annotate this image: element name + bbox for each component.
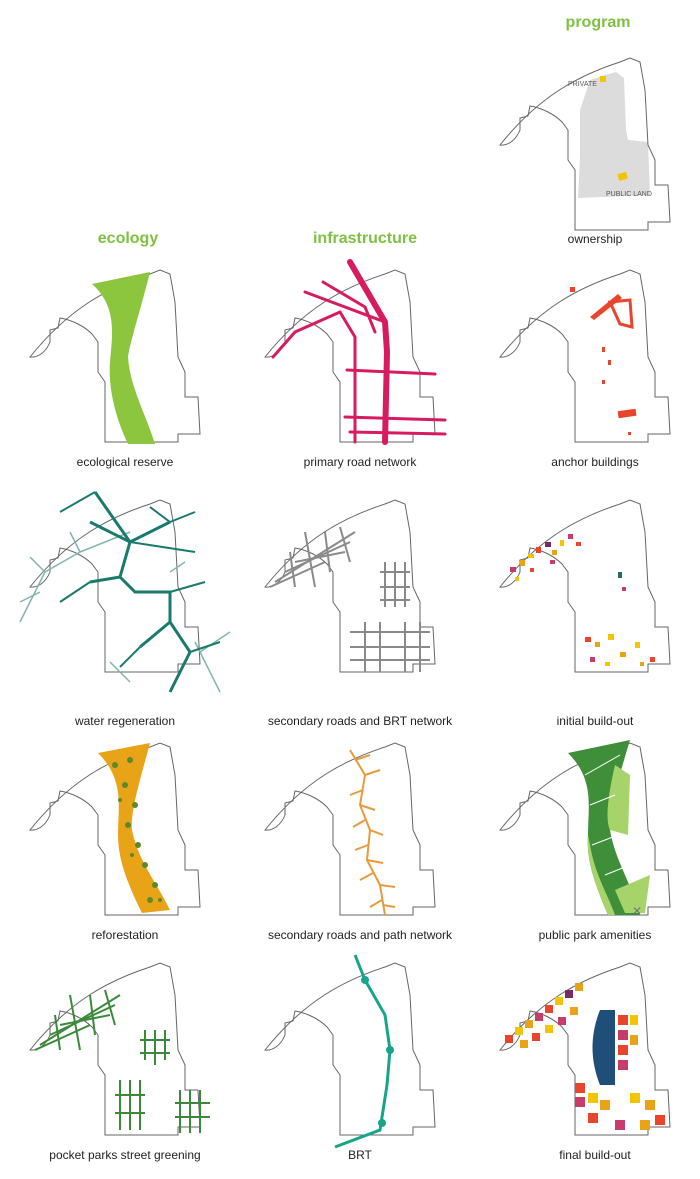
private-label: PRIVATE [568, 81, 597, 88]
caption-primary-road-network: primary road network [303, 455, 417, 469]
caption-ecological-reserve: ecological reserve [76, 455, 174, 469]
map-brt: BRT [255, 954, 465, 1170]
map-ecological-reserve: ecological reserve [20, 262, 230, 477]
caption-initial-build-out: initial build-out [556, 714, 634, 728]
header-program: program [565, 14, 631, 31]
svg-text:✕: ✕ [632, 904, 642, 918]
map-ownership: PRIVATE PUBLIC LAND ownership [490, 50, 700, 265]
caption-brt: BRT [348, 1148, 372, 1162]
caption-secondary-roads-path: secondary roads and path network [267, 928, 453, 942]
caption-reforestation: reforestation [91, 928, 159, 942]
map-anchor-buildings: anchor buildings [490, 262, 700, 477]
caption-ownership: ownership [567, 232, 623, 246]
map-reforestation: reforestation [20, 735, 230, 950]
map-water-regeneration: water regeneration [19, 491, 231, 728]
caption-pocket-parks: pocket parks street greening [49, 1148, 201, 1162]
map-final-build-out: final build-out [490, 955, 700, 1170]
caption-water-regeneration: water regeneration [74, 714, 176, 728]
map-public-park-amenities: ✕ public park amenities [490, 735, 700, 950]
header-infrastructure: infrastructure [312, 230, 418, 247]
map-pocket-parks: pocket parks street greening [20, 955, 230, 1170]
map-secondary-roads-path: secondary roads and path network [255, 735, 465, 950]
map-primary-road-network: primary road network [255, 259, 465, 477]
caption-secondary-roads-brt: secondary roads and BRT network [267, 714, 453, 728]
map-secondary-roads-brt: secondary roads and BRT network [255, 492, 465, 728]
public-land-label: PUBLIC LAND [606, 191, 652, 198]
map-initial-build-out: initial build-out [490, 492, 700, 728]
caption-anchor-buildings: anchor buildings [551, 455, 639, 469]
caption-public-park-amenities: public park amenities [538, 928, 652, 942]
header-ecology: ecology [97, 230, 159, 247]
caption-final-build-out: final build-out [559, 1148, 631, 1162]
